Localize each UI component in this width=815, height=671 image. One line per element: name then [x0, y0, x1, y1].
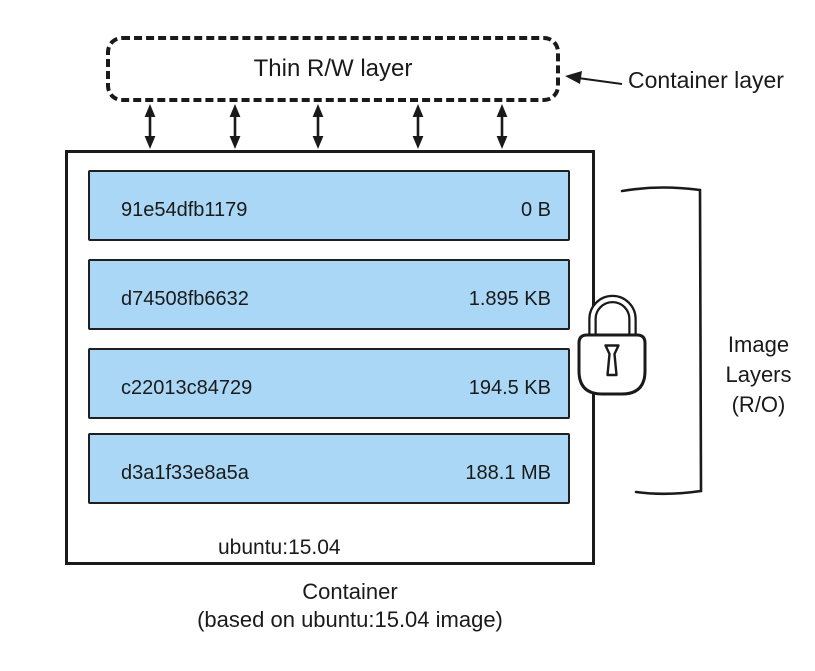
callout-arrow-icon [565, 71, 623, 85]
image-layer-row: 91e54dfb1179 0 B [88, 170, 570, 241]
image-layers-label: Image Layers (R/O) [706, 330, 811, 420]
image-layer-row: d3a1f33e8a5a 188.1 MB [88, 433, 570, 504]
image-layers-label-line: Image [727, 332, 790, 357]
layer-id: d74508fb6632 [121, 288, 249, 310]
image-layers-label-line: Layers [725, 362, 792, 387]
thin-rw-layer-label: Thin R/W layer [253, 55, 413, 82]
layer-size: 0 B [520, 199, 551, 221]
image-layer-row: c22013c84729 194.5 KB [88, 348, 570, 419]
layer-size: 188.1 MB [465, 462, 551, 484]
container-layer-label: Container layer [628, 67, 784, 93]
caption-line1: Container [302, 579, 398, 604]
thin-rw-layer-box: Thin R/W layer [106, 36, 560, 102]
bidirectional-arrow-icon [144, 104, 508, 149]
layer-id: d3a1f33e8a5a [121, 462, 249, 484]
layer-id: 91e54dfb1179 [121, 199, 248, 221]
layer-size: 194.5 KB [468, 377, 551, 399]
caption-line2: (based on ubuntu:15.04 image) [197, 607, 503, 632]
diagram-caption: Container (based on ubuntu:15.04 image) [90, 578, 610, 634]
image-layers-label-line: (R/O) [731, 392, 786, 417]
image-layer-row: d74508fb6632 1.895 KB [88, 259, 570, 330]
layer-id: c22013c84729 [121, 377, 253, 399]
base-image-label: ubuntu:15.04 [218, 536, 341, 559]
image-layers-bracket [620, 186, 703, 496]
layer-size: 1.895 KB [468, 288, 551, 310]
